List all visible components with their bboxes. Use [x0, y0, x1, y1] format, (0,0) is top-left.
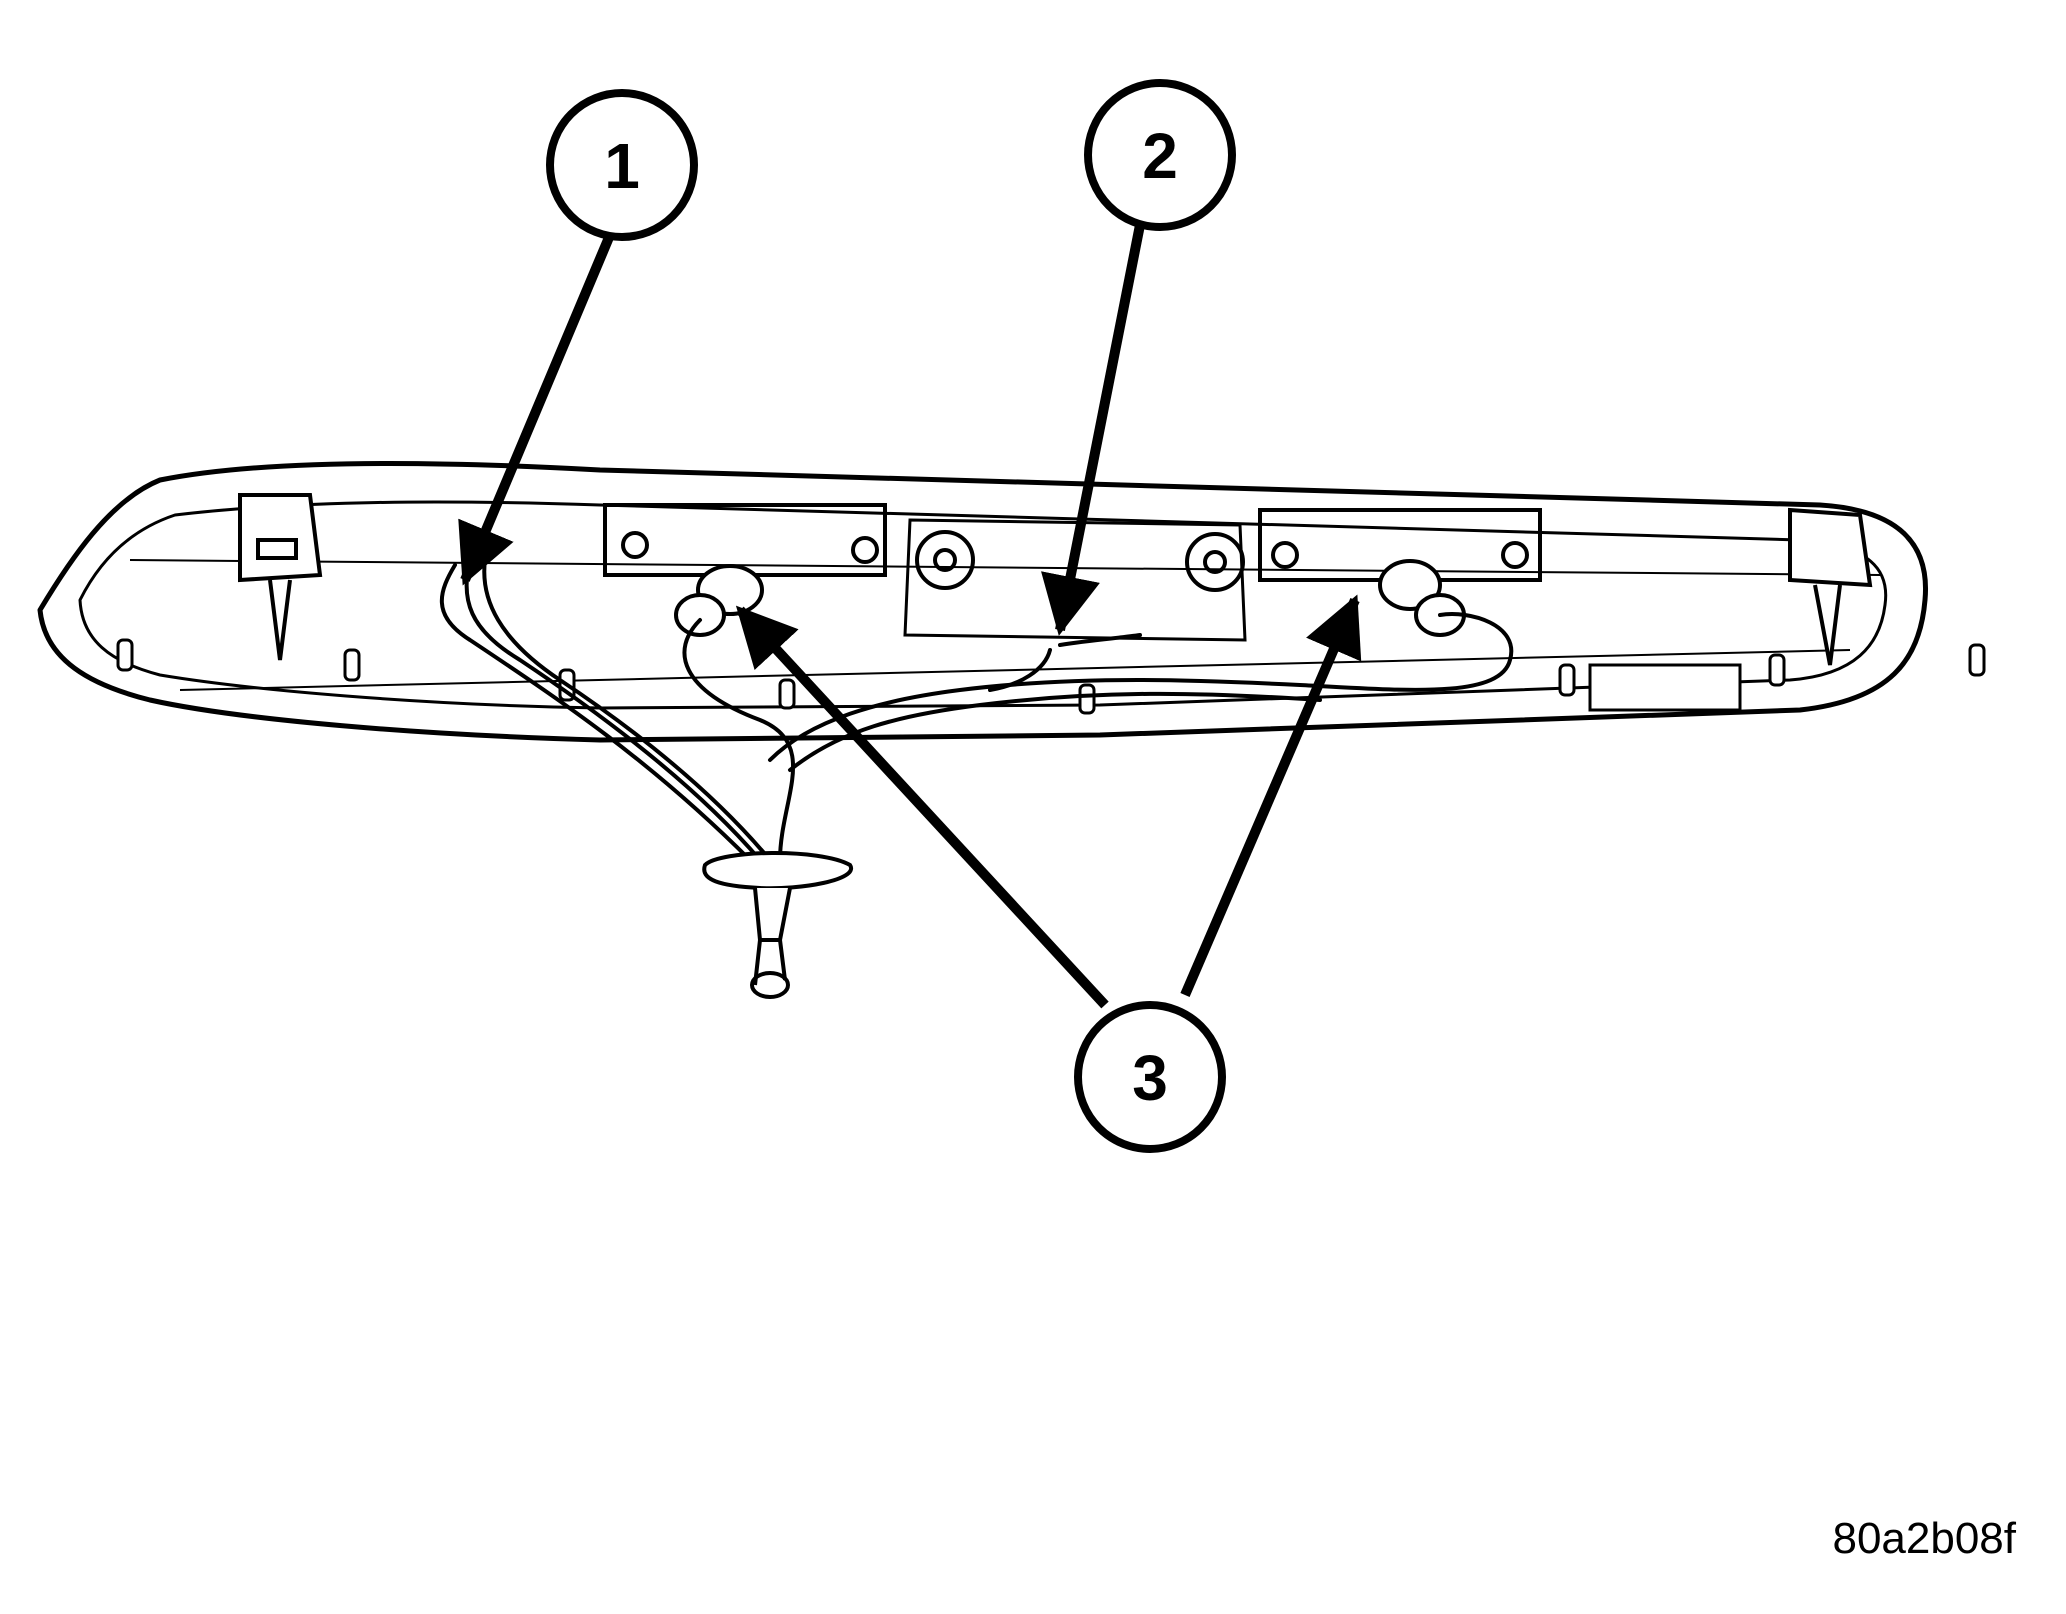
mounting-tabs — [238, 493, 1873, 666]
housing-slots — [116, 638, 1986, 715]
figure-id: 80a2b08f — [1832, 1514, 2016, 1563]
leader-lines — [458, 224, 1362, 1009]
wiring-harness — [439, 558, 1514, 862]
callout-3-label: 3 — [1132, 1042, 1168, 1114]
leader-arrow-2 — [1041, 224, 1145, 636]
harness-grommet — [702, 851, 854, 999]
callout-1-label: 1 — [604, 130, 640, 202]
leader-arrow-3b — [1180, 594, 1362, 997]
leader-arrow-3a — [735, 605, 1109, 1009]
callout-2: 2 — [1084, 79, 1236, 231]
leader-arrow-1 — [458, 233, 615, 586]
lamp-housing — [37, 460, 1929, 743]
callout-3: 3 — [1074, 1001, 1226, 1153]
callout-2-label: 2 — [1142, 120, 1178, 192]
callout-1: 1 — [546, 89, 698, 241]
